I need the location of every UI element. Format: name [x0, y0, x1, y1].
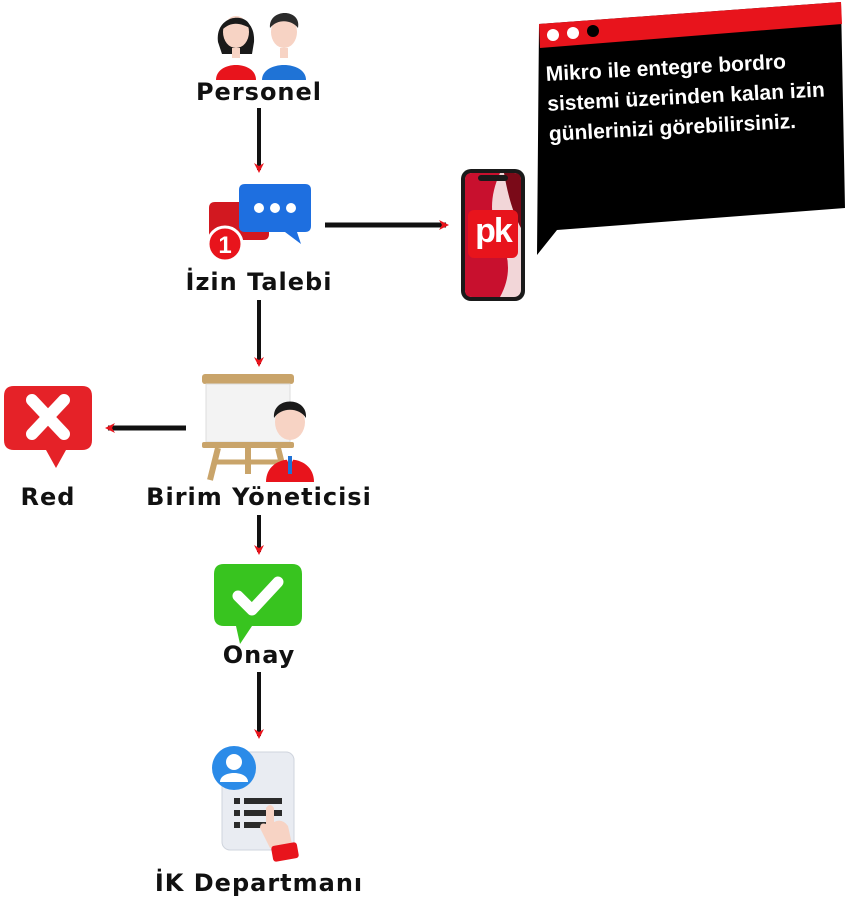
node-label-onay: Onay	[222, 641, 296, 669]
manager-whiteboard-icon	[202, 374, 314, 482]
reject-x-icon	[4, 386, 92, 468]
node-label-birim-yoneticisi: Birim Yöneticisi	[146, 483, 372, 511]
hr-document-icon	[212, 746, 299, 862]
pk-app-phone-icon	[461, 169, 525, 301]
node-label-ik-departmani: İK Departmanı	[154, 869, 364, 897]
node-label-red: Red	[20, 483, 76, 511]
approve-check-icon	[214, 564, 302, 644]
svg-text:1: 1	[218, 232, 231, 259]
node-label-izin-talebi: İzin Talebi	[185, 268, 333, 296]
people-icon	[216, 13, 306, 80]
node-label-personel: Personel	[195, 78, 323, 106]
app-logo-text: pk	[475, 212, 513, 250]
chat-notification-icon: 1	[206, 184, 311, 263]
callout-bubble	[537, 2, 845, 255]
callout-text: Mikro ile entegre bordro sistemi üzerind…	[545, 50, 826, 146]
